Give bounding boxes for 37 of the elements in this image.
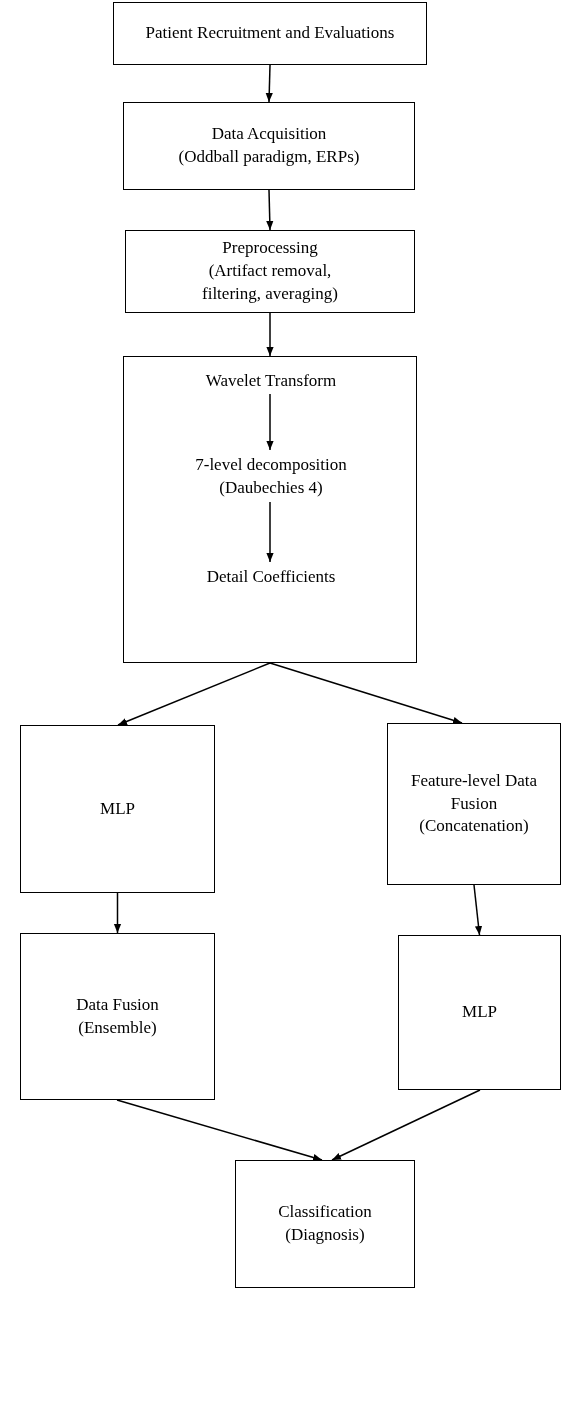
step-label: Wavelet Transform [205, 369, 337, 392]
step-label: MLP [462, 1001, 497, 1024]
arrow [113, 892, 122, 934]
step-detail: (Daubechies 4) [219, 477, 323, 499]
step-label: Patient Recruitment and Evaluations [145, 22, 395, 45]
step-label: 7-level decomposition [195, 454, 347, 477]
step-detail: (Ensemble) [78, 1016, 157, 1039]
process-box [387, 723, 561, 885]
process-box [20, 933, 215, 1100]
arrow [266, 189, 274, 231]
arrow [266, 393, 274, 451]
step-label: Data Acquisition [211, 123, 327, 146]
step-label: Preprocessing [222, 237, 318, 260]
process-box [123, 102, 415, 190]
step-label: Feature-level Data Fusion [410, 769, 538, 815]
process-box [20, 725, 215, 893]
step-detail: (Diagnosis) [285, 1224, 365, 1246]
process-box [398, 935, 561, 1090]
process-box [235, 1160, 415, 1288]
step-label: Detail Coefficients [206, 565, 336, 588]
step-label: Data Fusion [76, 993, 159, 1016]
arrow [473, 884, 483, 936]
step-detail: (Artifact removal, filtering, averaging) [201, 260, 339, 305]
arrow [266, 312, 274, 357]
step-label: Classification [278, 1201, 372, 1224]
arrow [269, 662, 463, 724]
arrow [117, 662, 271, 726]
arrow [266, 501, 274, 563]
step-label: MLP [100, 797, 135, 820]
step-detail: (Concatenation) [419, 815, 529, 838]
step-detail: (Oddball paradigm, ERPs) [178, 146, 360, 168]
arrow [331, 1089, 481, 1161]
arrow [265, 64, 273, 103]
process-box [125, 230, 415, 313]
arrow [116, 1099, 323, 1161]
group-box [123, 356, 417, 663]
process-box [113, 2, 427, 65]
